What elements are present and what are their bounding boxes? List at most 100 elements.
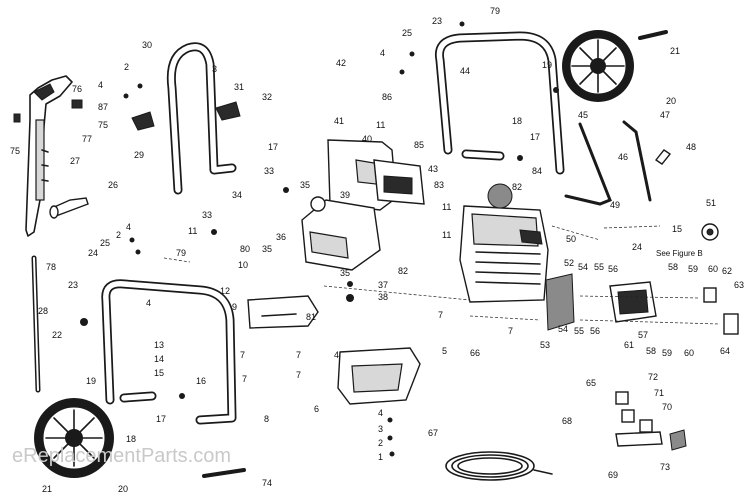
callout-68: 68 [562, 416, 572, 426]
callout-labels: 75 76 87 75 77 27 26 4 2 30 3 31 32 29 1… [10, 6, 744, 494]
callout-24: 24 [632, 242, 642, 252]
callout-4: 4 [98, 80, 103, 90]
spray-wand [31, 255, 41, 393]
callout-11: 11 [442, 230, 451, 240]
callout-48: 48 [686, 142, 696, 152]
callout-53: 53 [540, 340, 550, 350]
callout-46: 46 [618, 152, 628, 162]
callout-72: 72 [648, 372, 658, 382]
callout-62: 62 [722, 266, 732, 276]
callout-33: 33 [264, 166, 274, 176]
callout-50: 50 [566, 234, 576, 244]
callout-65: 65 [586, 378, 596, 388]
callout-7: 7 [508, 326, 513, 336]
spark-plug-48 [654, 149, 672, 165]
callout-25: 25 [402, 28, 412, 38]
callout-69: 69 [608, 470, 618, 480]
callout-9: 9 [232, 302, 237, 312]
callout-79: 79 [176, 248, 186, 258]
callout-4: 4 [380, 48, 385, 58]
fuel-tank-shroud [301, 196, 381, 271]
callout-76: 76 [72, 84, 82, 94]
pump-plate [545, 273, 575, 331]
callout-2: 2 [116, 230, 121, 240]
callout-8: 8 [264, 414, 269, 424]
stand-bracket [564, 120, 652, 206]
callout-13: 13 [154, 340, 164, 350]
callout-47: 47 [660, 110, 670, 120]
strap-74 [202, 468, 246, 478]
callout-71: 71 [654, 388, 664, 398]
nozzle-set [615, 391, 687, 451]
callout-82: 82 [398, 266, 408, 276]
callout-7: 7 [296, 370, 301, 380]
callout-43: 43 [428, 164, 438, 174]
callout-61: 61 [624, 340, 634, 350]
callout-14: 14 [154, 354, 164, 364]
callout-52: 52 [564, 258, 574, 268]
callout-58: 58 [646, 346, 656, 356]
callout-31: 31 [234, 82, 244, 92]
callout-79: 79 [490, 6, 500, 16]
callout-40: 40 [362, 134, 372, 144]
callout-17: 17 [268, 142, 278, 152]
nozzle-26 [49, 197, 89, 219]
callout-37: 37 [378, 280, 388, 290]
callout-87: 87 [98, 102, 108, 112]
callout-11: 11 [188, 226, 197, 236]
callout-42: 42 [336, 58, 346, 68]
base-6 [337, 347, 421, 405]
callout-18: 18 [512, 116, 522, 126]
callout-20: 20 [666, 96, 676, 106]
callout-2: 2 [124, 62, 129, 72]
callout-41: 41 [334, 116, 344, 126]
callout-75: 75 [98, 120, 108, 130]
callout-86: 86 [382, 92, 392, 102]
callout-63: 63 [734, 280, 744, 290]
callout-32: 32 [262, 92, 272, 102]
assembly-guides [163, 225, 721, 325]
callout-29: 29 [134, 150, 144, 160]
top-handle-frame [434, 31, 565, 175]
control-housing [327, 139, 425, 211]
engine [459, 183, 549, 303]
callout-4: 4 [146, 298, 151, 308]
callout-19: 19 [542, 60, 552, 70]
callout-7: 7 [240, 350, 245, 360]
callout-67: 67 [428, 428, 438, 438]
callout-3: 3 [212, 64, 217, 74]
callout-78: 78 [46, 262, 56, 272]
callout-66: 66 [470, 348, 480, 358]
callout-2: 2 [378, 438, 383, 448]
callout-58: 58 [668, 262, 678, 272]
callout-26: 26 [108, 180, 118, 190]
callout-19: 19 [86, 376, 96, 386]
callout-1: 1 [378, 452, 383, 462]
callout-4: 4 [126, 222, 131, 232]
callout-23: 23 [432, 16, 442, 26]
callout-11: 11 [376, 120, 385, 130]
callout-60: 60 [708, 264, 718, 274]
wheel-top-right [562, 30, 634, 102]
callout-25: 25 [100, 238, 110, 248]
callout-17: 17 [530, 132, 540, 142]
callout-6: 6 [314, 404, 319, 414]
callout-4: 4 [378, 408, 383, 418]
hardware-fasteners [80, 21, 559, 457]
callout-56: 56 [590, 326, 600, 336]
callout-35: 35 [300, 180, 310, 190]
callout-49: 49 [610, 200, 620, 210]
callout-70: 70 [662, 402, 672, 412]
callout-55: 55 [594, 262, 604, 272]
callout-74: 74 [262, 478, 272, 488]
upper-handle-frame [131, 42, 241, 195]
callout-73: 73 [660, 462, 670, 472]
callout-56: 56 [608, 264, 618, 274]
callout-83: 83 [434, 180, 444, 190]
callout-82: 82 [512, 182, 522, 192]
spray-gun-assembly [13, 75, 83, 237]
callout-81: 81 [306, 312, 316, 322]
callout-60: 60 [684, 348, 694, 358]
callout-5: 5 [442, 346, 447, 356]
pump-61 [609, 281, 657, 323]
